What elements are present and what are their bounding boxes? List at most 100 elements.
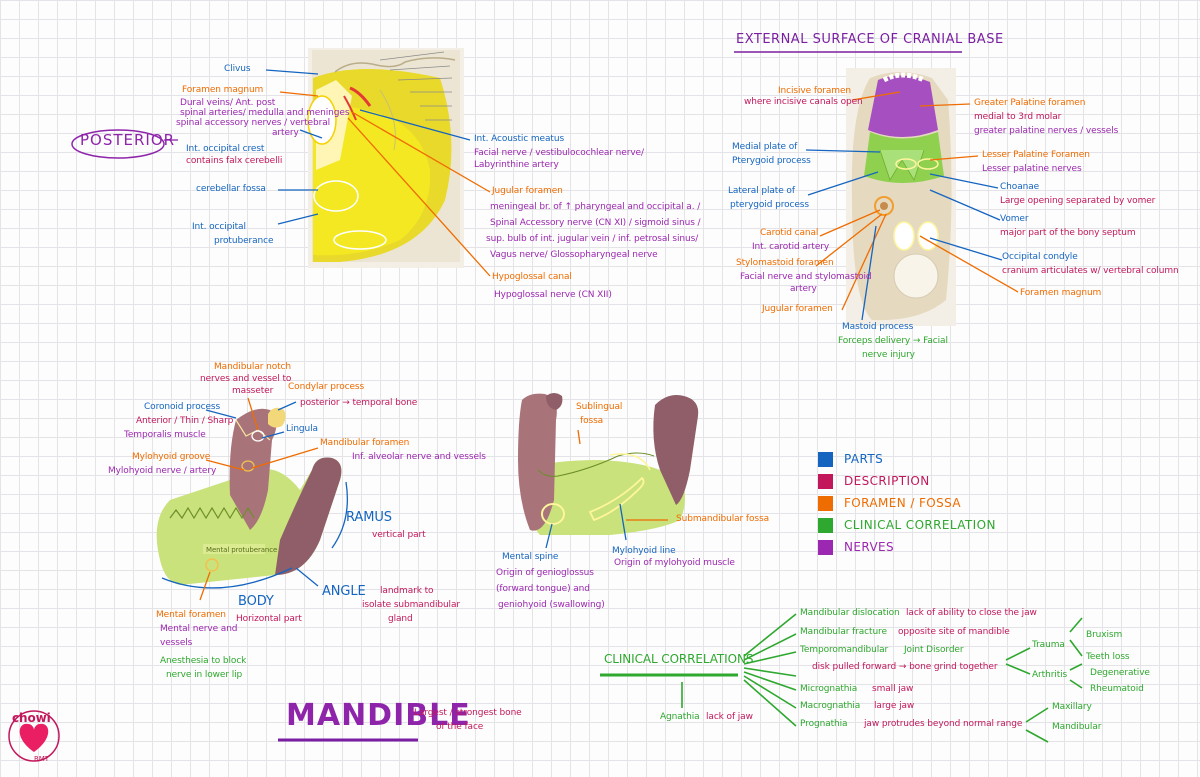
mental-spine-desc-3: geniohyoid (swallowing) (498, 600, 605, 610)
legend-swatch-nerves (818, 540, 833, 555)
lateral-plate-2: pterygoid process (730, 200, 809, 210)
fm-desc-3: spinal accessory nerves / vertebral (176, 118, 331, 128)
mylohyoid-groove-label: Mylohyoid groove (132, 452, 211, 462)
angle-desc-3: gland (388, 614, 413, 624)
mental-foramen-label: Mental foramen (156, 610, 226, 620)
mental-spine-label: Mental spine (502, 552, 559, 562)
legend-swatch-description (818, 474, 833, 489)
ramus-label: RAMUS (346, 510, 392, 525)
mandibular-label: Mandibular (1052, 722, 1102, 732)
int-occipital-prot-2: protuberance (214, 236, 274, 246)
body-desc: Horizontal part (236, 614, 302, 624)
dislocation-label: Mandibular dislocation (800, 608, 900, 618)
mf-desc: Inf. alveolar nerve and vessels (352, 452, 486, 462)
heart-icon (19, 723, 49, 752)
sublingual-label-2: fossa (580, 416, 604, 426)
carotid-canal-label: Carotid canal (760, 228, 819, 238)
angle-desc-1: landmark to (380, 586, 434, 596)
cranial-base-illustration (846, 68, 956, 326)
int-occipital-prot-1: Int. occipital (192, 222, 246, 232)
tmj-label-2: Joint Disorder (904, 645, 964, 655)
teeth-loss-label: Teeth loss (1086, 652, 1130, 662)
mandible-medial-illustration (518, 393, 699, 535)
mental-spine-desc-2: (forward tongue) and (496, 584, 590, 594)
greater-palatine-label: Greater Palatine foramen (974, 98, 1086, 108)
hypoglossal-canal-label: Hypoglossal canal (492, 272, 572, 282)
mylohyoid-line-label: Mylohyoid line (612, 546, 676, 556)
carotid-desc: Int. carotid artery (752, 242, 830, 252)
int-acoustic-label: Int. Acoustic meatus (474, 134, 565, 144)
mastoid-label: Mastoid process (842, 322, 914, 332)
clinical-title: CLINICAL CORRELATIONS (604, 652, 754, 666)
fracture-label: Mandibular fracture (800, 627, 887, 637)
mandibular-notch-desc-2: masseter (232, 386, 274, 396)
occipital-desc: cranium articulates w/ vertebral column (1002, 266, 1179, 276)
greater-palatine-desc-2: greater palatine nerves / vessels (974, 126, 1119, 136)
body-label: BODY (238, 594, 274, 609)
micrognathia-label: Micrognathia (800, 684, 858, 694)
lingula-label: Lingula (286, 424, 318, 434)
macrognathia-label: Macrognathia (800, 701, 861, 711)
logo-name: chowi (12, 711, 51, 725)
contains-falx-label: contains falx cerebelli (186, 156, 283, 166)
legend-swatch-parts (818, 452, 833, 467)
jugular-desc-4: Vagus nerve/ Glossopharyngeal nerve (490, 250, 658, 260)
angle-label: ANGLE (322, 584, 366, 599)
coronoid-label: Coronoid process (144, 402, 221, 412)
mental-spine-desc-1: Origin of genioglossus (496, 568, 594, 578)
stylomastoid-label: Stylomastoid foramen (736, 258, 834, 268)
occipital-condyle-label: Occipital condyle (1002, 252, 1078, 262)
prognathia-desc: jaw protrudes beyond normal range (864, 719, 1023, 729)
lateral-plate-1: Lateral plate of (728, 186, 795, 196)
clivus-label: Clivus (224, 64, 251, 74)
stylomastoid-desc-2: artery (790, 284, 817, 294)
mental-protuberance-label: Mental protuberance (206, 546, 278, 554)
foramen-magnum-label: Foramen magnum (182, 85, 264, 95)
legend-label-nerves: NERVES (844, 540, 895, 554)
stylomastoid-desc-1: Facial nerve and stylomastoid (740, 272, 872, 282)
mg-desc: Mylohyoid nerve / artery (108, 466, 217, 476)
coronoid-desc-1: Anterior / Thin / Sharp (136, 416, 234, 426)
ramus-desc: vertical part (372, 530, 426, 540)
incisive-foramen-label: Incisive foramen (778, 86, 852, 96)
prognathia-label: Prognathia (800, 719, 848, 729)
mandibular-notch-desc-1: nerves and vessel to (200, 374, 292, 384)
macrognathia-desc: large jaw (874, 701, 915, 711)
mylohyoid-line-desc: Origin of mylohyoid muscle (614, 558, 735, 568)
posterior-fossa-illustration (307, 48, 464, 268)
trauma-label: Trauma (1032, 640, 1065, 650)
mandible-desc-1: Largest / strongest bone (414, 708, 522, 718)
degenerative-label: Degenerative (1090, 668, 1150, 678)
rheumatoid-label: Rheumatoid (1090, 684, 1144, 694)
int-acoustic-desc-1: Facial nerve / vestibulocochlear nerve/ (474, 148, 644, 158)
medial-plate-1: Medial plate of (732, 142, 798, 152)
greater-palatine-desc-1: medial to 3rd molar (974, 112, 1062, 122)
medial-plate-2: Pterygoid process (732, 156, 811, 166)
mandible-lateral-illustration (156, 407, 342, 585)
legend-swatch-foramen (818, 496, 833, 511)
dislocation-desc: lack of ability to close the jaw (906, 608, 1037, 618)
jugular-desc-1: meningeal br. of ↑ pharyngeal and occipi… (490, 202, 701, 212)
arthritis-label: Arthritis (1032, 670, 1068, 680)
logo-sub: RMT (34, 755, 49, 763)
anesthesia-2: nerve in lower lip (166, 670, 243, 680)
cranial-title: EXTERNAL SURFACE OF CRANIAL BASE (736, 32, 1004, 47)
condylar-label: Condylar process (288, 382, 365, 392)
agnathia-desc: lack of jaw (706, 712, 753, 722)
mental-desc-1: Mental nerve and (160, 624, 238, 634)
mandibular-notch-label: Mandibular notch (214, 362, 291, 372)
jugular-foramen-label: Jugular foramen (492, 186, 563, 196)
lesser-palatine-desc: Lesser palatine nerves (982, 164, 1082, 174)
mental-desc-2: vessels (160, 638, 193, 648)
legend-label-clinical: CLINICAL CORRELATION (844, 518, 996, 532)
fm-desc-2: spinal arteries/ medulla and meninges (180, 108, 350, 118)
jugular-desc-3: sup. bulb of int. jugular vein / inf. pe… (486, 234, 699, 244)
int-occipital-crest-label: Int. occipital crest (186, 144, 265, 154)
mandible-desc-2: of the face (436, 722, 484, 732)
int-acoustic-desc-2: Labyrinthine artery (474, 160, 559, 170)
disk-desc: disk pulled forward → bone grind togethe… (812, 662, 998, 672)
legend-label-parts: PARTS (844, 452, 884, 466)
tmj-label: Temporomandibular (800, 645, 889, 655)
fm-desc-1: Dural veins/ Ant. post (180, 98, 276, 108)
